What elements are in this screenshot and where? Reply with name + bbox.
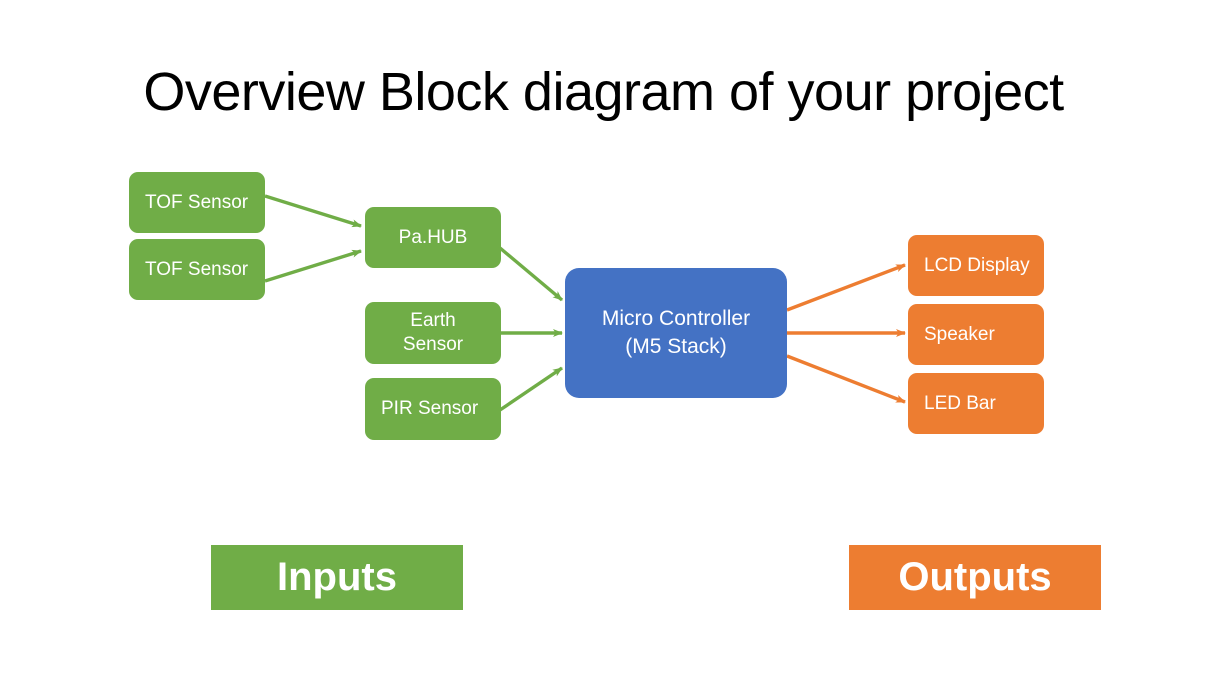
legend-outputs-banner: Outputs xyxy=(849,545,1101,610)
node-micro-controller[interactable]: Micro Controller (M5 Stack) xyxy=(565,268,787,398)
node-earth-sensor[interactable]: Earth Sensor xyxy=(365,302,501,364)
connector-controller-ledbar xyxy=(786,354,906,404)
legend-inputs-banner: Inputs xyxy=(211,545,463,610)
node-tof-sensor-2[interactable]: TOF Sensor xyxy=(129,239,265,300)
node-earth-sensor-line1: Earth xyxy=(410,310,456,331)
node-lcd-display[interactable]: LCD Display xyxy=(908,235,1044,296)
connector-tof1-pahub xyxy=(264,194,362,228)
connector-pahub-controller xyxy=(498,246,564,302)
node-micro-controller-line2: (M5 Stack) xyxy=(625,335,727,358)
node-pir-sensor[interactable]: PIR Sensor xyxy=(365,378,501,440)
connector-controller-lcd xyxy=(786,263,906,312)
node-earth-sensor-line2: Sensor xyxy=(402,334,464,355)
node-micro-controller-line1: Micro Controller xyxy=(601,307,751,330)
connector-pir-controller xyxy=(499,366,563,412)
node-led-bar[interactable]: LED Bar xyxy=(908,373,1044,434)
page-title: Overview Block diagram of your project xyxy=(143,62,1064,122)
connector-tof2-pahub xyxy=(264,249,362,283)
node-speaker[interactable]: Speaker xyxy=(908,304,1044,365)
node-pa-hub[interactable]: Pa.HUB xyxy=(365,207,501,268)
node-tof-sensor-1[interactable]: TOF Sensor xyxy=(129,172,265,233)
